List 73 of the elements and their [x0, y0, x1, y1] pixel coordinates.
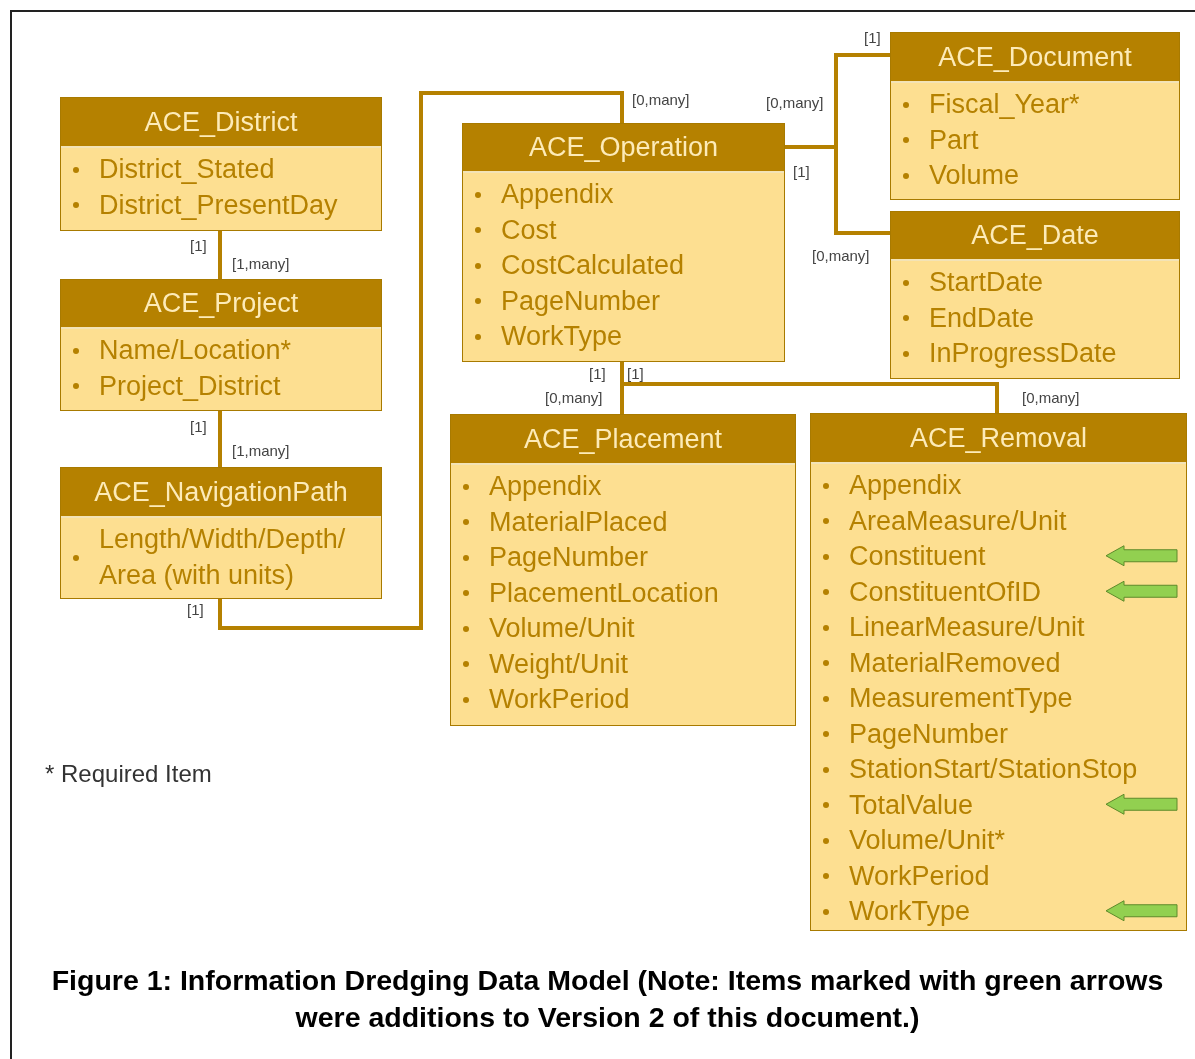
attribute-item: TotalValue	[849, 788, 974, 822]
entity-box	[450, 414, 796, 726]
attribute-item: Part	[929, 123, 979, 157]
attribute-item: Volume/Unit*	[849, 824, 1006, 857]
attribute-item: WorkPeriod	[849, 859, 990, 893]
entity-title: ACE_Project	[61, 280, 381, 329]
connector-line	[218, 91, 624, 630]
cardinality-label: [0,many]	[812, 247, 870, 264]
cardinality-label: [0,many]	[766, 94, 824, 111]
cardinality-label: [1]	[187, 601, 204, 618]
attribute-item: PageNumber	[849, 717, 1009, 751]
attribute-item: Appendix	[501, 178, 614, 211]
connector-line	[785, 145, 890, 235]
cardinality-label: [1]	[627, 365, 644, 382]
attribute-item: ConstituentOfID	[849, 575, 1042, 609]
attribute-item: Volume/Unit	[489, 612, 635, 645]
attribute-item: WorkPeriod	[489, 683, 630, 716]
cardinality-label: [0,many]	[632, 91, 690, 108]
attribute-item: StationStart/StationStop	[849, 753, 1138, 786]
entity-box	[60, 279, 382, 411]
entity-title: ACE_Operation	[463, 124, 784, 173]
attribute-item: Fiscal_Year*	[929, 88, 1080, 121]
entity-box	[810, 413, 1187, 931]
cardinality-label: [0,many]	[545, 389, 603, 406]
cardinality-label: [1,many]	[232, 442, 290, 459]
cardinality-label: [1]	[190, 237, 207, 254]
attribute-item: Name/Location*	[99, 334, 292, 367]
cardinality-label: [1,many]	[232, 255, 290, 272]
attribute-item: MaterialRemoved	[849, 646, 1061, 680]
attribute-item: StartDate	[929, 266, 1044, 299]
attribute-item: AreaMeasure/Unit	[849, 504, 1067, 538]
cardinality-label: [1]	[589, 365, 606, 382]
entity-box	[462, 123, 785, 362]
attribute-item: Weight/Unit	[489, 647, 629, 681]
connector-line	[620, 361, 999, 413]
attribute-item: District_Stated	[99, 153, 275, 186]
attribute-item: Constituent	[849, 540, 986, 573]
entity-box	[890, 211, 1180, 379]
entity-box	[60, 467, 382, 599]
attribute-item: MaterialPlaced	[489, 505, 668, 539]
entity-title: ACE_Placement	[451, 415, 795, 465]
entity-box	[890, 32, 1180, 200]
attribute-item: CostCalculated	[501, 249, 685, 282]
cardinality-label: [0,many]	[1022, 389, 1080, 406]
entity-title: ACE_Document	[891, 33, 1179, 83]
figure-caption: Figure 1: Information Dredging Data Model (Note: Items marked with green arrows were additions to Version 2 of this document.)	[50, 963, 1165, 1035]
entity-box	[60, 97, 382, 231]
cardinality-label: [1]	[793, 163, 810, 180]
attribute-item: PlacementLocation	[489, 576, 719, 610]
footnote: * Required Item	[45, 760, 212, 788]
entity-title: ACE_Date	[891, 212, 1179, 261]
attribute-item: PageNumber	[501, 284, 661, 318]
attribute-item: WorkType	[501, 320, 623, 353]
attribute-item: EndDate	[929, 301, 1035, 335]
attribute-item: PageNumber	[489, 541, 649, 574]
attribute-item: Length/Width/Depth/ Area (with units)	[99, 523, 347, 592]
connector-line	[218, 230, 222, 279]
attribute-item: Project_District	[99, 369, 281, 403]
connector-line	[218, 410, 222, 467]
attribute-item: WorkType	[849, 895, 971, 928]
entity-title: ACE_Removal	[811, 414, 1186, 464]
attribute-item: District_PresentDay	[99, 188, 338, 222]
entity-title: ACE_District	[61, 98, 381, 148]
cardinality-label: [1]	[864, 29, 881, 46]
attribute-item: MeasurementType	[849, 682, 1073, 715]
attribute-item: Volume	[929, 159, 1020, 192]
attribute-item: Appendix	[849, 469, 962, 502]
cardinality-label: [1]	[190, 418, 207, 435]
attribute-item: InProgressDate	[929, 337, 1117, 370]
entity-title: ACE_NavigationPath	[61, 468, 381, 518]
attribute-item: Cost	[501, 213, 557, 247]
attribute-item: LinearMeasure/Unit	[849, 611, 1085, 644]
attribute-item: Appendix	[489, 470, 602, 503]
